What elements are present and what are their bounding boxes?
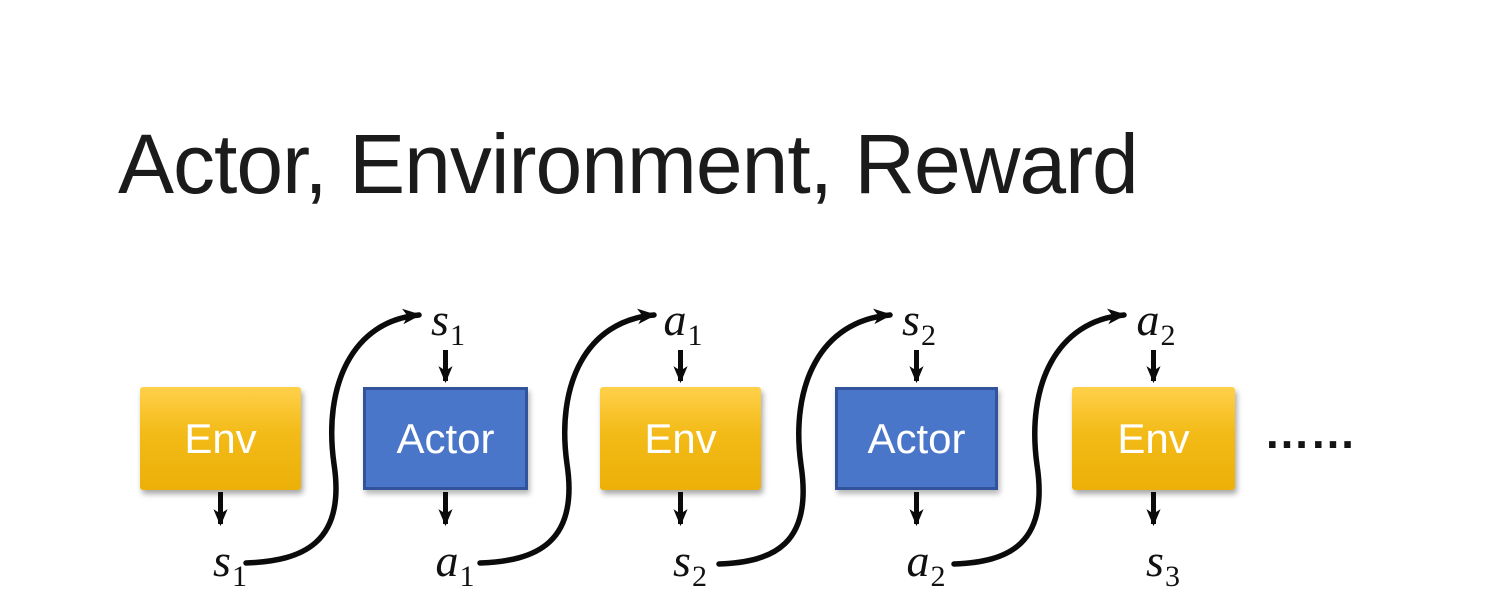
actor-box-1: Actor bbox=[363, 387, 528, 490]
top-label-s2: s2 bbox=[902, 294, 936, 352]
env-box-2-label: Env bbox=[644, 414, 717, 462]
top-label-s1: s1 bbox=[431, 294, 465, 352]
top-label-a1: a1 bbox=[663, 294, 703, 352]
env-box-2: Env bbox=[600, 387, 761, 490]
actor-box-1-label: Actor bbox=[396, 414, 495, 462]
continuation-ellipsis: …… bbox=[1264, 406, 1356, 458]
top-label-a2: a2 bbox=[1136, 294, 1176, 352]
env-box-1: Env bbox=[140, 387, 301, 490]
bottom-label-s1: s1 bbox=[213, 535, 247, 593]
bottom-label-a1: a1 bbox=[435, 535, 475, 593]
env-box-3-label: Env bbox=[1117, 414, 1190, 462]
bottom-label-s3: s3 bbox=[1146, 535, 1180, 593]
actor-box-2: Actor bbox=[835, 387, 998, 490]
bottom-label-s2: s2 bbox=[673, 535, 707, 593]
env-box-1-label: Env bbox=[184, 414, 257, 462]
bottom-label-a2: a2 bbox=[906, 535, 946, 593]
env-box-3: Env bbox=[1072, 387, 1235, 490]
actor-box-2-label: Actor bbox=[867, 414, 966, 462]
slide-title: Actor, Environment, Reward bbox=[118, 117, 1139, 211]
